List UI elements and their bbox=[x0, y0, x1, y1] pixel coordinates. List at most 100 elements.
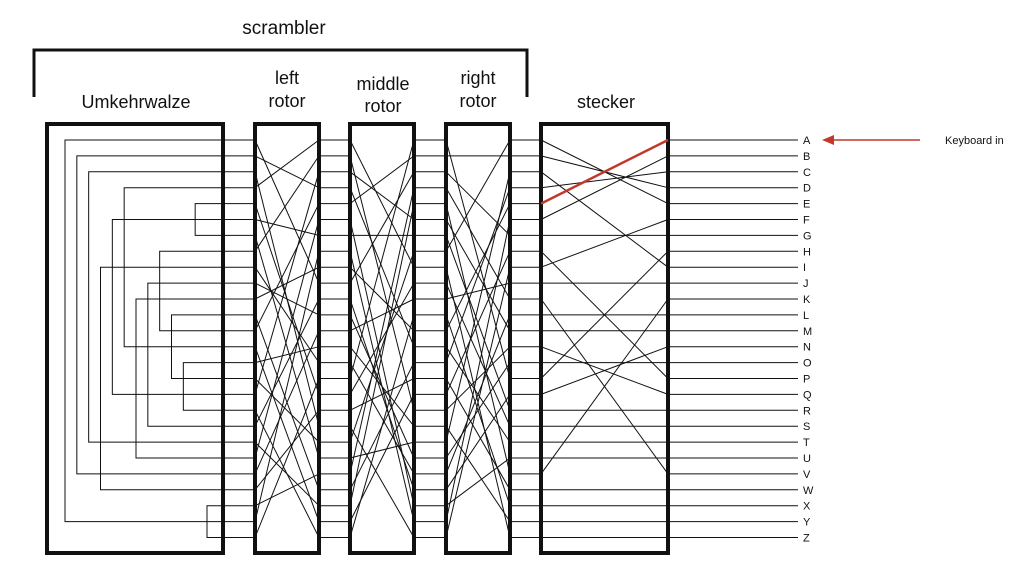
left-rotor-wire bbox=[254, 139, 320, 189]
middle-rotor-wire bbox=[349, 171, 415, 284]
middle-rotor-wire bbox=[349, 251, 415, 522]
right-rotor-wire bbox=[445, 139, 511, 252]
letter-label-w: W bbox=[803, 485, 814, 497]
reflector-box bbox=[45, 122, 225, 555]
left-rotor-wire bbox=[254, 266, 320, 300]
middle-rotor-wire bbox=[349, 394, 415, 522]
reflector-wire bbox=[171, 314, 223, 379]
left-rotor-wire bbox=[254, 409, 320, 491]
right-rotor-wire bbox=[445, 394, 511, 491]
middle-rotor-wire bbox=[349, 425, 415, 538]
reflector-wire bbox=[64, 139, 223, 523]
letter-label-q: Q bbox=[803, 389, 812, 401]
right-rotor-wire bbox=[445, 171, 511, 236]
keyboard-input-label: Keyboard in bbox=[945, 135, 1004, 147]
stecker-wire bbox=[540, 171, 669, 268]
stecker-wire bbox=[540, 250, 669, 379]
middle-rotor-wire bbox=[349, 251, 415, 443]
signal-path-wire bbox=[540, 138, 669, 205]
letter-label-g: G bbox=[803, 230, 812, 242]
letter-label-p: P bbox=[803, 374, 810, 386]
right-rotor-label-line1: right bbox=[460, 68, 495, 88]
reflector-wire bbox=[100, 266, 223, 491]
wiring-layer bbox=[64, 138, 798, 538]
right-rotor-wire bbox=[445, 267, 511, 538]
left-rotor-wire bbox=[254, 155, 320, 189]
letter-label-h: H bbox=[803, 246, 811, 258]
letter-label-r: R bbox=[803, 405, 811, 417]
right-rotor-wire bbox=[445, 425, 511, 522]
left-rotor-box bbox=[253, 122, 321, 555]
left-rotor-wire bbox=[254, 266, 320, 363]
reflector-wire bbox=[182, 362, 223, 411]
right-rotor-wire bbox=[445, 139, 511, 379]
middle-rotor-wire bbox=[349, 171, 415, 220]
stecker-wire bbox=[540, 155, 669, 220]
right-rotor-wire bbox=[445, 282, 511, 427]
letter-label-l: L bbox=[803, 310, 809, 322]
left-rotor-label-line2: rotor bbox=[268, 91, 305, 111]
letter-label-k: K bbox=[803, 294, 811, 306]
left-rotor-wire bbox=[254, 139, 320, 284]
right-rotor-wire bbox=[445, 235, 511, 411]
middle-rotor-wire bbox=[349, 187, 415, 347]
keyboard-input-arrowhead bbox=[822, 135, 834, 145]
scrambler-bracket bbox=[32, 48, 529, 97]
letter-label-d: D bbox=[803, 183, 811, 195]
right-rotor-wire bbox=[445, 457, 511, 507]
reflector-wire bbox=[194, 203, 223, 236]
left-rotor-label-line1: left bbox=[275, 68, 299, 88]
stecker-wire bbox=[540, 219, 669, 268]
letter-label-x: X bbox=[803, 501, 811, 513]
letter-label-u: U bbox=[803, 453, 811, 465]
letter-label-b: B bbox=[803, 151, 810, 163]
scrambler-label: scrambler bbox=[242, 18, 326, 39]
stecker-wire bbox=[540, 171, 669, 189]
reflector-wire bbox=[135, 298, 223, 459]
left-rotor-wire bbox=[254, 203, 320, 332]
middle-rotor-wire bbox=[349, 187, 415, 475]
right-rotor-wire bbox=[445, 219, 511, 522]
letter-label-v: V bbox=[803, 469, 811, 481]
reflector-label: Umkehrwalze bbox=[81, 92, 190, 112]
letter-label-o: O bbox=[803, 358, 812, 370]
middle-rotor-wire bbox=[349, 282, 415, 395]
letter-label-f: F bbox=[803, 215, 810, 227]
middle-rotor-wire bbox=[349, 441, 415, 459]
middle-rotor-wire bbox=[349, 139, 415, 268]
middle-rotor-wire bbox=[349, 155, 415, 411]
stecker-box bbox=[539, 122, 670, 555]
right-rotor-label-line2: rotor bbox=[459, 91, 496, 111]
middle-rotor-wire bbox=[349, 298, 415, 332]
left-rotor-wire bbox=[254, 346, 320, 522]
middle-rotor-wire bbox=[349, 362, 415, 491]
reflector-wire bbox=[159, 250, 223, 332]
stecker-wire bbox=[540, 346, 669, 395]
right-rotor-wire bbox=[445, 219, 511, 332]
reflector-wire bbox=[111, 219, 223, 395]
letter-label-y: Y bbox=[803, 517, 811, 529]
middle-rotor-wire bbox=[349, 219, 415, 506]
reflector-wire bbox=[88, 171, 223, 443]
letter-label-n: N bbox=[803, 342, 811, 354]
right-rotor-wire bbox=[445, 282, 511, 300]
right-rotor-wire bbox=[445, 346, 511, 443]
letter-label-c: C bbox=[803, 167, 811, 179]
letter-label-z: Z bbox=[803, 533, 810, 545]
right-rotor-wire bbox=[445, 378, 511, 491]
middle-rotor-wire bbox=[349, 362, 415, 475]
right-rotor-box bbox=[444, 122, 512, 555]
letter-label-e: E bbox=[803, 199, 810, 211]
letter-label-j: J bbox=[803, 278, 809, 290]
left-rotor-wire bbox=[254, 378, 320, 443]
left-rotor-wire bbox=[254, 473, 320, 507]
left-rotor-wire bbox=[254, 171, 320, 427]
middle-rotor-label-line1: middle bbox=[356, 74, 409, 94]
right-rotor-wire bbox=[445, 187, 511, 300]
middle-rotor-wire bbox=[349, 139, 415, 379]
reflector-wire bbox=[76, 155, 223, 475]
right-rotor-wire bbox=[445, 314, 511, 506]
